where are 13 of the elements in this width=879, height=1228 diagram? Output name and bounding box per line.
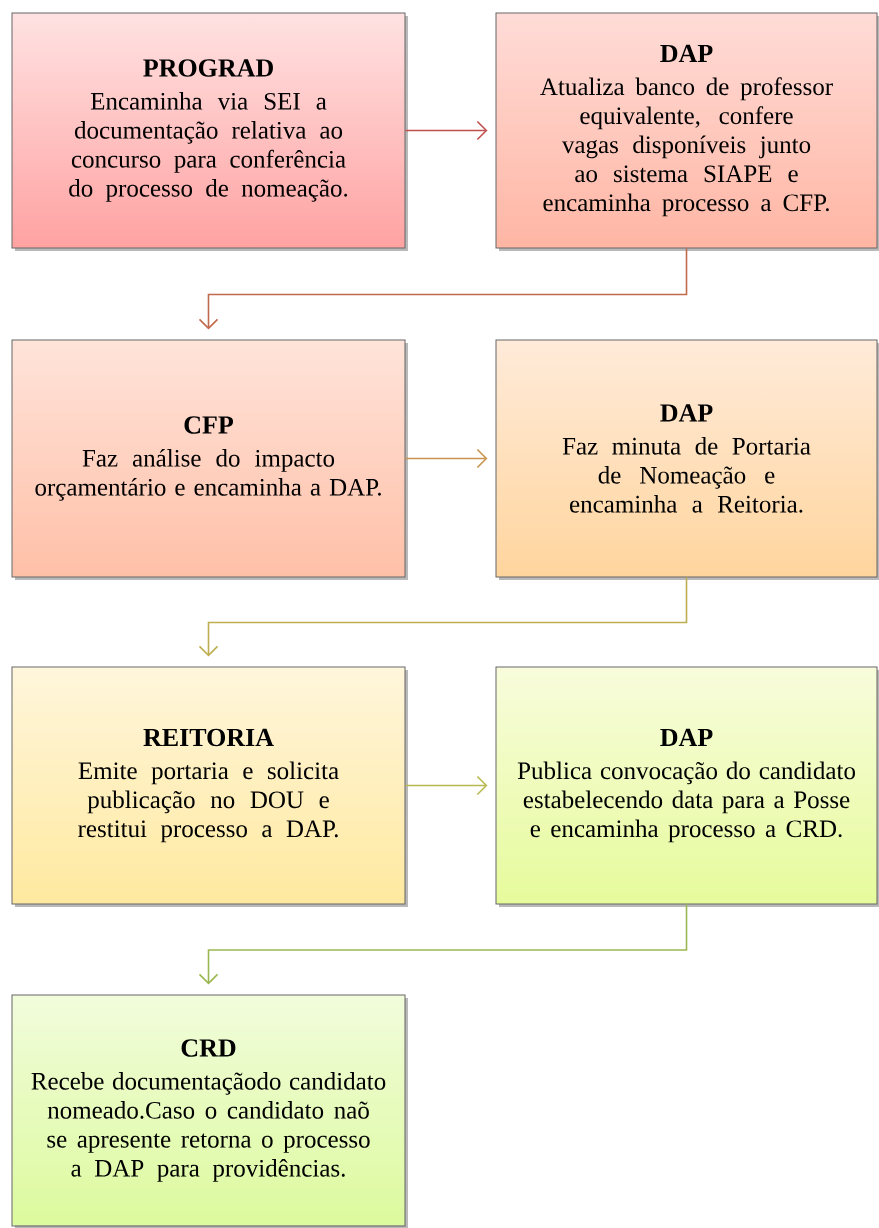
process-box: DAP Atualiza banco de professor equivalente, confere vagas disponíveis junto ao sistema SIAPE e encaminha processo a CFP. bbox=[495, 12, 879, 251]
process-box: PROGRAD Encaminha via SEI a documentação relativa ao concurso para conferência do processo de nomeação. bbox=[11, 12, 408, 251]
arrow bbox=[404, 448, 488, 469]
process-box: CFP Faz análise do impacto orçamentário e encaminha a DAP. bbox=[11, 339, 408, 580]
arrow bbox=[198, 576, 688, 657]
arrow bbox=[198, 903, 688, 985]
process-box: REITORIA Emite portaria e solicita publicação no DOU e restitui processo a DAP. bbox=[11, 666, 408, 907]
arrow bbox=[404, 120, 488, 141]
process-box: DAP Faz minuta de Portaria de Nomeação e encaminha a Reitoria. bbox=[495, 339, 879, 580]
process-box: CRD Recebe documentaçãodo candidato nomeado.Caso o candidato naõ se apresente retorna o processo a DAP para providências. bbox=[11, 994, 408, 1228]
arrow bbox=[198, 247, 688, 330]
arrow bbox=[404, 775, 488, 796]
process-box: DAP Publica convocação do candidato estabelecendo data para a Posse e encaminha processo a CRD. bbox=[495, 666, 879, 907]
